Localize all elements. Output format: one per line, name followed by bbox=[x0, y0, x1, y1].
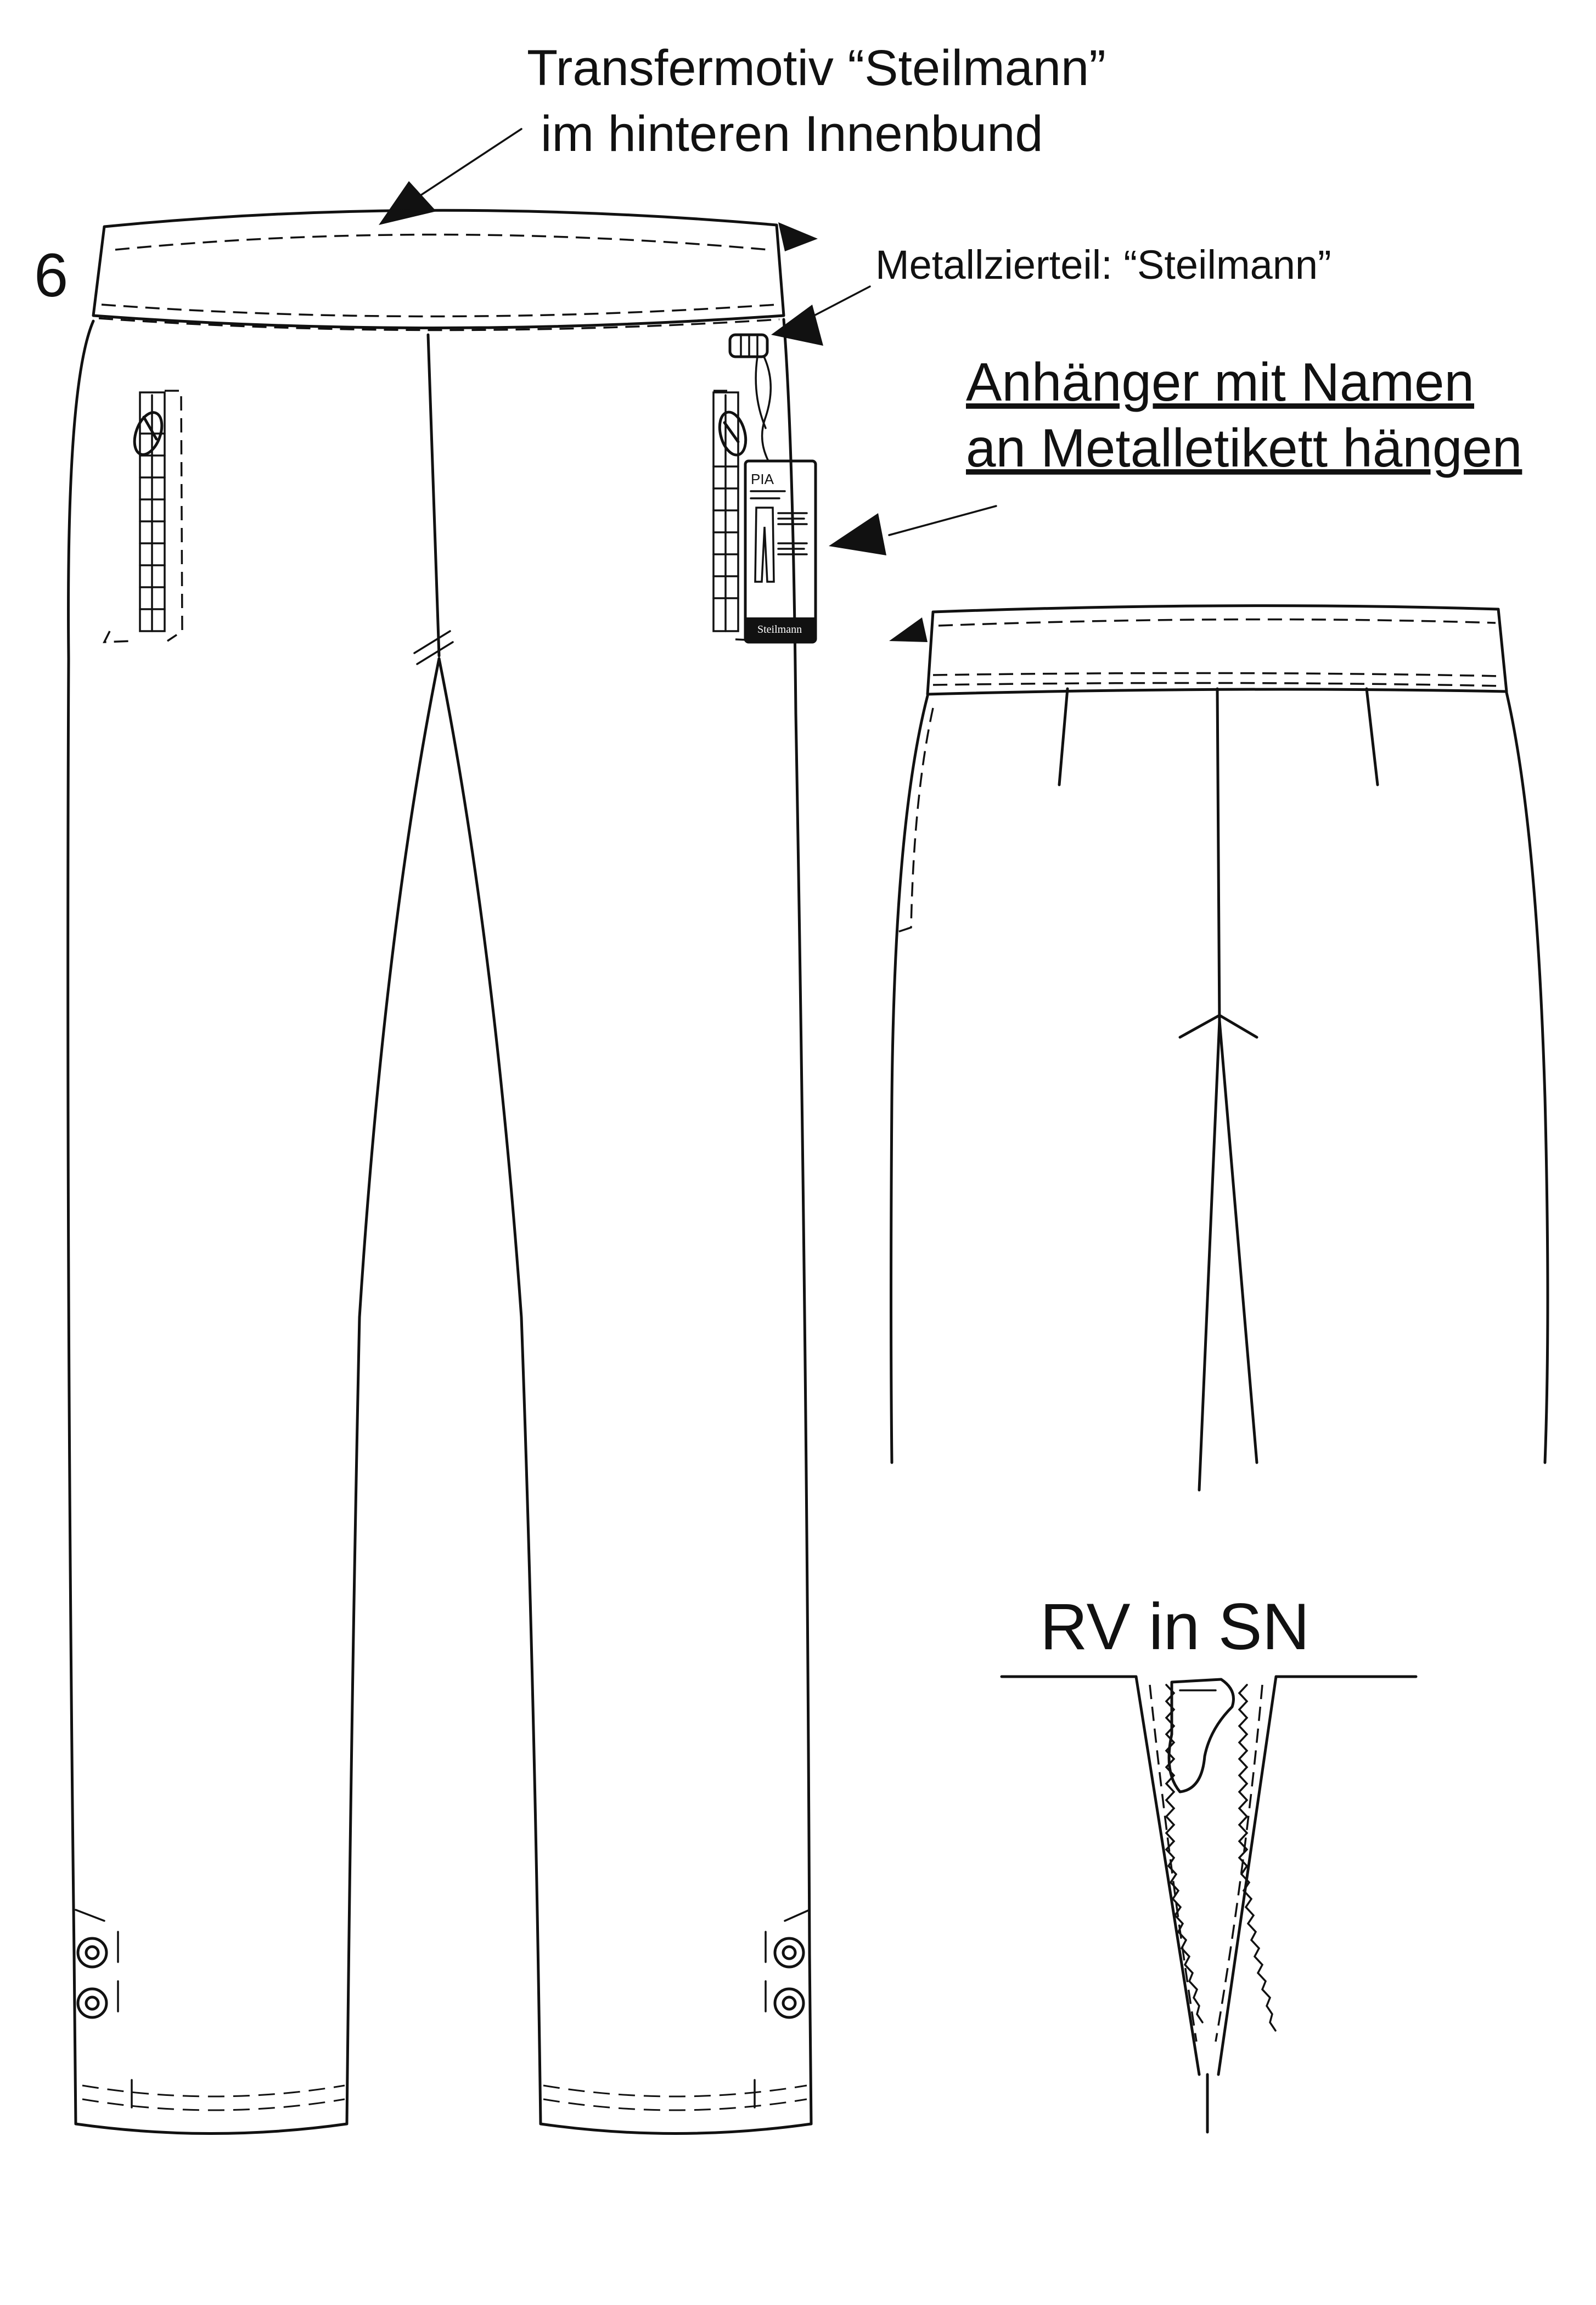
hangtag-arrow bbox=[829, 505, 997, 555]
front-waistband bbox=[92, 209, 785, 329]
transfer-motif-label-line2: im hinteren Innenbund bbox=[541, 106, 1043, 162]
zipper-slider-icon bbox=[1167, 1678, 1235, 1794]
hang-tag: PIA Steilmann bbox=[744, 356, 817, 644]
zip-puller-icon bbox=[718, 411, 748, 457]
hangtag-label-line2: an Metalletikett hängen bbox=[966, 418, 1522, 478]
metal-deco-part bbox=[728, 333, 769, 358]
size-number: 6 bbox=[34, 241, 68, 310]
hangtag-label-line1: Anhänger mit Namen bbox=[966, 352, 1474, 412]
button-icon bbox=[76, 1987, 108, 2019]
zip-pocket-left bbox=[103, 390, 183, 643]
front-right-inseam bbox=[437, 657, 542, 2126]
front-left-outseam bbox=[66, 319, 95, 2126]
transfer-motif-label-line1: Transfermotiv “Steilmann” bbox=[527, 40, 1106, 96]
zipper-teeth-right bbox=[1238, 1684, 1277, 2032]
button-icon bbox=[773, 1987, 805, 2019]
zipper-detail-title: RV in SN bbox=[1040, 1590, 1310, 1663]
transfer-motif-arrow bbox=[379, 128, 522, 225]
metal-part-label: Metallzierteil: “Steilmann” bbox=[875, 242, 1331, 288]
zipper-teeth-left bbox=[1165, 1684, 1204, 2023]
hang-tag-trouser-icon bbox=[754, 507, 775, 583]
back-waistband bbox=[926, 604, 1508, 696]
zip-puller-icon bbox=[133, 411, 164, 456]
front-view-trousers: PIA Steilmann bbox=[66, 209, 818, 2135]
hang-tag-brand: Steilmann bbox=[757, 623, 802, 636]
button-icon bbox=[773, 1937, 805, 1969]
zip-pocket-right bbox=[712, 390, 774, 642]
back-view-trousers bbox=[890, 604, 1549, 1492]
hang-tag-name: PIA bbox=[751, 471, 774, 487]
zipper-detail bbox=[1000, 1675, 1418, 2134]
back-waist-arrow bbox=[889, 617, 928, 642]
button-icon bbox=[76, 1937, 108, 1969]
front-right-outseam bbox=[782, 318, 813, 2126]
front-left-inseam bbox=[345, 657, 441, 2126]
